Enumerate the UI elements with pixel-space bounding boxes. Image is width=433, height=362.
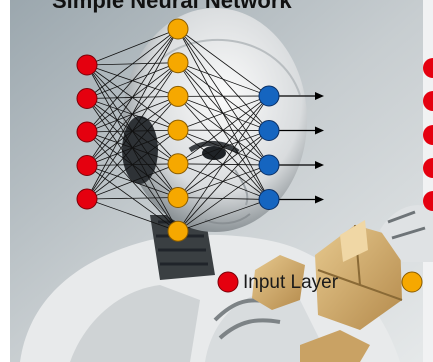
edge-input-hidden bbox=[86, 198, 179, 232]
edge-input-hidden bbox=[86, 28, 179, 66]
edge-input-hidden bbox=[86, 197, 179, 200]
edge-hidden-output bbox=[177, 28, 270, 97]
input-node bbox=[76, 188, 98, 210]
input-node bbox=[76, 88, 98, 109]
hidden-node bbox=[167, 85, 189, 107]
legend-input-label: Input Layer bbox=[243, 272, 339, 293]
output-arrowhead bbox=[315, 126, 324, 135]
output-node bbox=[258, 189, 280, 210]
edge-hidden-output bbox=[177, 62, 270, 97]
edge-hidden-output bbox=[177, 95, 270, 165]
edge-hidden-output bbox=[177, 130, 270, 232]
edge-input-hidden bbox=[86, 28, 179, 99]
output-node bbox=[258, 154, 280, 176]
output-arrowhead bbox=[315, 92, 324, 100]
hidden-node bbox=[167, 119, 189, 141]
edge-hidden-output bbox=[177, 95, 270, 232]
edge-hidden-output bbox=[177, 164, 270, 232]
edge-input-hidden bbox=[86, 28, 179, 166]
hidden-node bbox=[167, 153, 189, 175]
legend-input-swatch bbox=[217, 271, 239, 293]
hidden-node bbox=[167, 220, 189, 242]
output-node bbox=[258, 120, 280, 141]
legend-hidden-swatch bbox=[401, 271, 423, 293]
edge-input-hidden bbox=[86, 96, 179, 200]
edge-input-hidden bbox=[86, 62, 179, 200]
output-arrowhead bbox=[315, 195, 324, 204]
hidden-node bbox=[167, 18, 189, 40]
input-node bbox=[76, 54, 98, 76]
edge-input-hidden bbox=[86, 28, 179, 200]
edge-input-hidden bbox=[86, 163, 179, 200]
edge-input-hidden bbox=[86, 129, 179, 200]
input-node bbox=[76, 121, 98, 143]
hidden-node bbox=[167, 52, 189, 74]
input-node bbox=[76, 155, 98, 176]
edge-hidden-output bbox=[177, 199, 270, 232]
edge-hidden-output bbox=[177, 95, 270, 198]
diagram-title: Simple Neural Network bbox=[52, 0, 292, 13]
edge-hidden-output bbox=[177, 95, 270, 131]
output-arrowhead bbox=[315, 161, 324, 169]
hidden-node bbox=[167, 187, 189, 208]
edge-input-hidden bbox=[86, 28, 179, 133]
output-node bbox=[258, 85, 280, 107]
